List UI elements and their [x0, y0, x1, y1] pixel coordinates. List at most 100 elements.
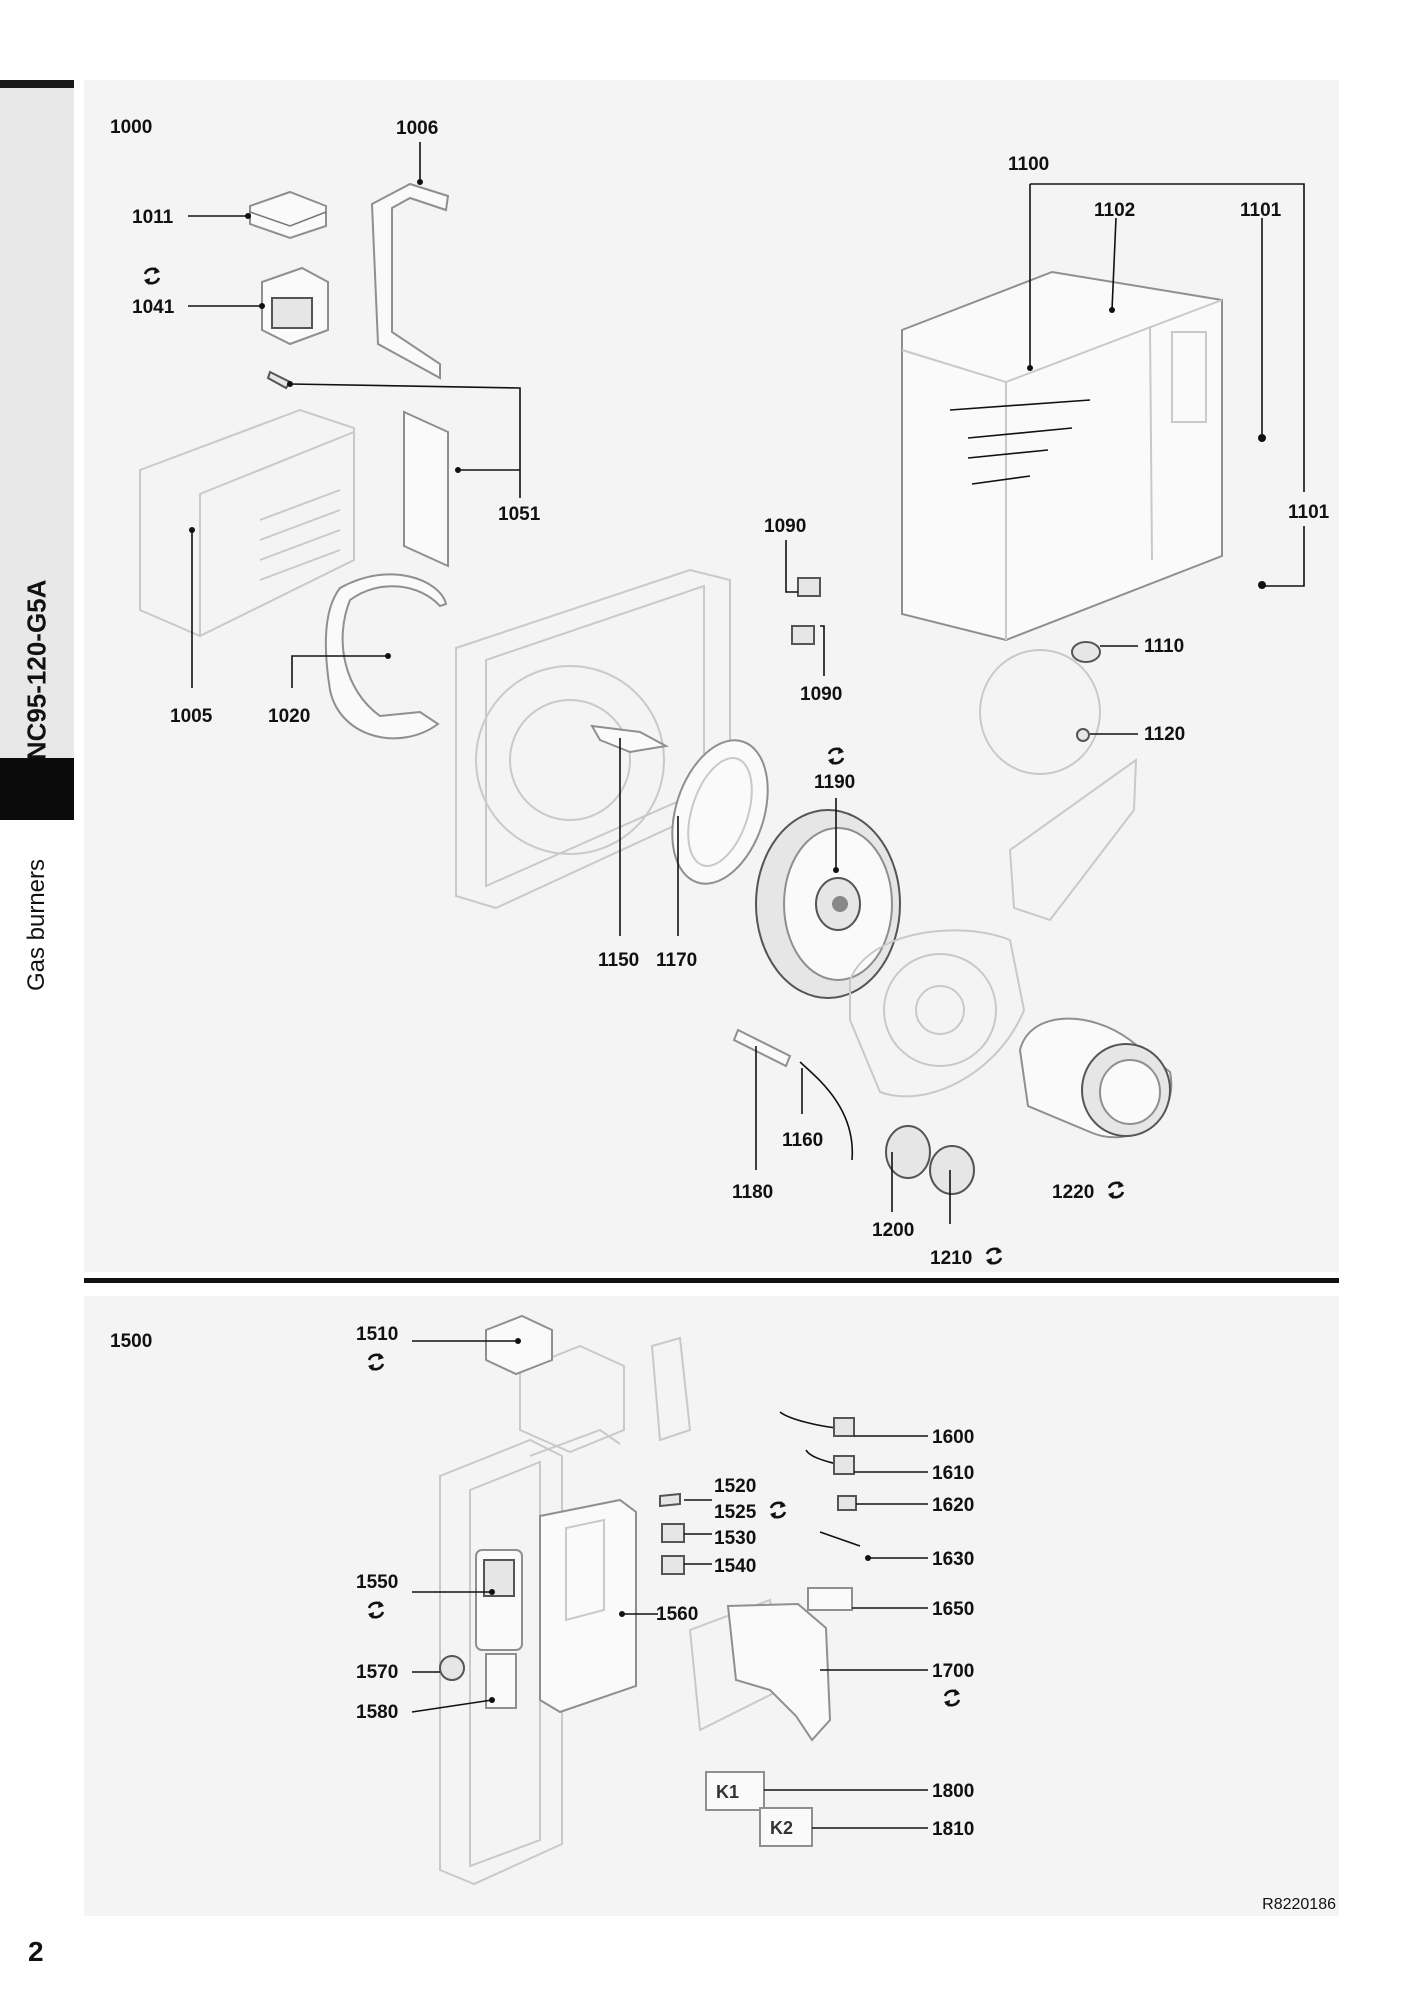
callout-1210: 1210: [930, 1248, 972, 1269]
callout-1510: 1510: [356, 1324, 398, 1345]
part-1600-cable: [779, 1411, 837, 1429]
part-front-plate: [849, 929, 1026, 1098]
sidebar-black-tab: [0, 758, 74, 820]
part-1020-air-shroud: [324, 573, 448, 740]
part-1150-bracket: [590, 724, 670, 754]
callout-1090-top: 1090: [764, 516, 806, 537]
callout-1041: 1041: [132, 297, 175, 318]
exchange-cycle-icon: [826, 745, 846, 767]
callout-1100: 1100: [1008, 154, 1049, 175]
callout-1200: 1200: [872, 1220, 914, 1241]
part-1610-cable: [805, 1449, 837, 1465]
callout-1160: 1160: [782, 1130, 823, 1151]
leader-lines-1000: [188, 142, 1305, 1224]
callout-1006: 1006: [396, 118, 438, 139]
callout-1580: 1580: [356, 1702, 398, 1723]
part-gasket: [1008, 757, 1138, 922]
part-1530-switch: [661, 1523, 685, 1543]
exchange-cycle-icon: [366, 1599, 386, 1621]
callout-1011: 1011: [132, 207, 174, 228]
part-1120-nut: [1076, 728, 1090, 742]
exchange-cycle-icon: [142, 265, 162, 287]
part-flange-plate: [979, 649, 1101, 775]
part-1011-cover: [249, 190, 327, 240]
section-divider: [84, 1278, 1339, 1283]
callout-1150: 1150: [598, 950, 639, 971]
part-1650-module: [807, 1587, 853, 1611]
callout-1630: 1630: [932, 1549, 974, 1570]
exchange-cycle-icon: [942, 1687, 962, 1709]
callout-1620: 1620: [932, 1495, 974, 1516]
part-1220-motor: [1018, 1017, 1173, 1139]
exchange-cycle-icon: [768, 1499, 788, 1521]
part-1100-cover: [901, 270, 1223, 642]
svg-text:K1: K1: [716, 1782, 739, 1802]
part-terminal-strip: [650, 1336, 692, 1442]
callout-1190: 1190: [814, 772, 855, 793]
callout-1800: 1800: [932, 1781, 974, 1802]
callout-1610: 1610: [932, 1463, 974, 1484]
callout-1650: 1650: [932, 1599, 974, 1620]
callout-1570: 1570: [356, 1662, 398, 1683]
callout-1520: 1520: [714, 1476, 756, 1497]
part-1180-ignition-electrode: [732, 1028, 792, 1068]
part-1560-frame: [539, 1498, 637, 1714]
part-1540-switch: [661, 1555, 685, 1575]
callout-1540: 1540: [714, 1556, 756, 1577]
callout-1220: 1220: [1052, 1182, 1094, 1203]
part-1520-fuse: [659, 1492, 681, 1508]
part-1101-screw-a: [1258, 434, 1266, 442]
callout-1051: 1051: [498, 504, 541, 525]
section-title-1000: 1000: [110, 117, 152, 138]
part-1005-housing: [139, 408, 355, 638]
section-title-1500: 1500: [110, 1331, 152, 1352]
part-1600-plug: [833, 1417, 855, 1437]
part-1800-relay-k1: K1: [705, 1771, 765, 1811]
callout-1700: 1700: [932, 1661, 974, 1682]
part-1630-sensor-cable: [819, 1531, 861, 1547]
document-code: R8220186: [1262, 1896, 1336, 1913]
part-1550-display: [475, 1549, 523, 1651]
part-1170-inlet-ring: [671, 739, 769, 885]
callout-1120: 1120: [1144, 724, 1185, 745]
part-1090-clip-a: [797, 577, 821, 597]
callout-1102: 1102: [1094, 200, 1135, 221]
part-1610-plug: [833, 1455, 855, 1475]
part-1041-relay: [261, 266, 329, 346]
exchange-cycle-icon: [984, 1245, 1004, 1267]
callout-1090-bottom: 1090: [800, 684, 842, 705]
exploded-view-panel-1500: [84, 1296, 1339, 1916]
callout-1005: 1005: [170, 706, 213, 727]
part-1110-bushing: [1071, 641, 1101, 663]
exchange-cycle-icon: [366, 1351, 386, 1373]
callout-1101-side: 1101: [1288, 502, 1330, 523]
part-1101-screw-b: [1258, 581, 1266, 589]
page-number: 2: [28, 1936, 44, 1967]
part-1051-screw: [266, 370, 292, 390]
callout-1810: 1810: [932, 1819, 974, 1840]
svg-text:K2: K2: [770, 1818, 793, 1838]
exchange-cycle-icon: [1106, 1179, 1126, 1201]
callout-1110: 1110: [1144, 636, 1184, 657]
part-1090-clip-b: [791, 625, 815, 645]
part-1510-transformer: [485, 1314, 553, 1376]
callout-1530: 1530: [714, 1528, 756, 1549]
callout-1550: 1550: [356, 1572, 398, 1593]
callout-1560: 1560: [656, 1604, 698, 1625]
part-1700-control-board: [688, 1598, 832, 1742]
part-1210-hub: [929, 1145, 975, 1195]
leader-lines-1500: [411, 1338, 928, 1829]
part-1570-knob: [439, 1655, 465, 1681]
callout-1170: 1170: [656, 950, 697, 971]
part-1006-bracket: [370, 182, 450, 380]
part-control-box-housing: [439, 1344, 625, 1886]
callout-1020: 1020: [268, 706, 310, 727]
callout-1600: 1600: [932, 1427, 974, 1448]
part-1810-relay-k2: K2: [759, 1807, 813, 1847]
callout-1101-top: 1101: [1240, 200, 1282, 221]
part-1160-cable: [799, 1061, 853, 1161]
part-1190-fan-wheel: [755, 809, 901, 999]
part-1051-plate: [403, 410, 449, 568]
sidebar-top-rule: [0, 80, 74, 88]
